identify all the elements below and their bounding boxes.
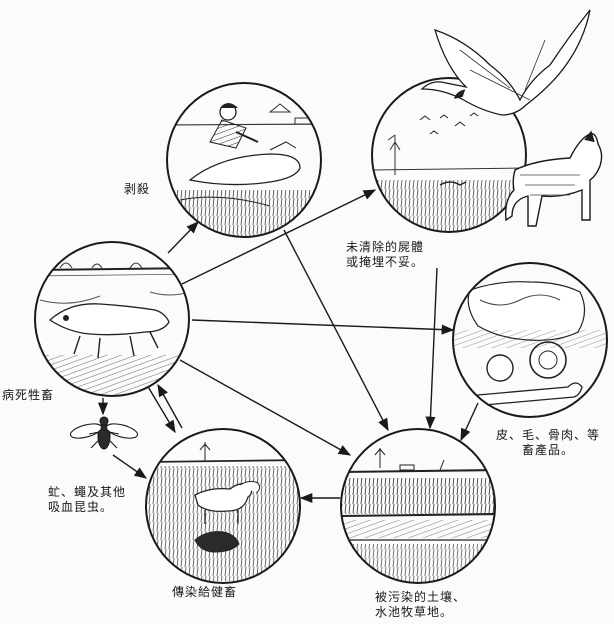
grazing-livestock-icon bbox=[145, 428, 301, 584]
arrow-sick-to-soil bbox=[179, 359, 352, 456]
arrow-products-to-soil bbox=[460, 402, 479, 442]
arrow-fly-to-healthy bbox=[112, 454, 148, 479]
arrow-sick-to-healthy bbox=[146, 384, 176, 434]
wolf-icon bbox=[504, 130, 603, 227]
flow-arrows bbox=[97, 189, 479, 504]
fly-icon bbox=[69, 416, 139, 450]
arrow-carcass-to-soil bbox=[425, 267, 438, 430]
eagle-icon bbox=[420, 9, 591, 116]
label-skinning: 剥殺 bbox=[124, 182, 151, 196]
label-products: 皮、毛、骨肉、等 畜產品。 bbox=[496, 428, 601, 457]
arrow-sick-to-skinning bbox=[167, 221, 199, 254]
birds-over-field-icon bbox=[371, 77, 527, 233]
dead-animal-field-icon bbox=[34, 241, 190, 397]
arrow-healthy-to-sick bbox=[157, 383, 183, 429]
contaminated-field-icon bbox=[340, 428, 496, 584]
label-insects: 虻、蠅及其他 吸血昆虫。 bbox=[48, 485, 127, 514]
arrow-sick-to-products bbox=[191, 319, 455, 335]
arrow-skinning-to-soil bbox=[283, 229, 389, 432]
arrow-sick-to-carcass bbox=[181, 189, 377, 285]
label-improper-carcass: 未清除的屍體 或掩埋不妥。 bbox=[346, 240, 425, 269]
label-contaminated-soil: 被污染的土壤、 水池牧草地。 bbox=[375, 590, 467, 619]
hide-bones-icon bbox=[452, 262, 608, 418]
label-sick-dead-livestock: 病死牲畜 bbox=[2, 388, 55, 402]
man-skinning-animal-icon bbox=[166, 82, 322, 238]
label-infect-healthy: 傳染給健畜 bbox=[172, 585, 238, 599]
